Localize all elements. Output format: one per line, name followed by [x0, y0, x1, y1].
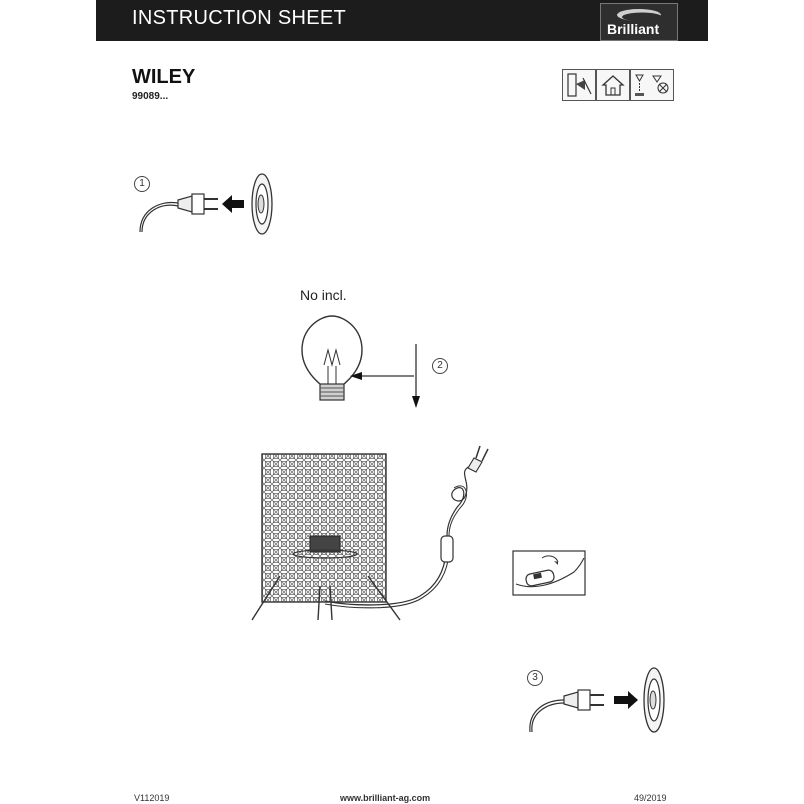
date-label: 49/2019 [634, 793, 667, 803]
switch-detail-illustration [512, 550, 586, 596]
step-2-number: 2 [432, 358, 448, 374]
logo-swoosh-icon [617, 9, 662, 22]
bulb-not-included-note: No incl. [300, 287, 347, 303]
website-link[interactable]: www.brilliant-ag.com [340, 793, 431, 803]
product-code: 99089... [132, 91, 169, 102]
product-name: WILEY [132, 66, 196, 88]
brand-logo: Brilliant [600, 3, 678, 41]
woven-lamp-shade [261, 453, 387, 603]
distance-from-flammable-icon [630, 69, 674, 101]
indoor-use-icon [596, 69, 630, 101]
power-cable [324, 551, 447, 606]
version-label: V112019 [134, 793, 170, 803]
bulb-insert-illustration [301, 315, 420, 408]
inline-switch [440, 535, 454, 563]
lamp-assembly-illustration [251, 445, 489, 621]
brand-name: Brilliant [607, 21, 660, 37]
plug-in-illustration [529, 667, 665, 733]
bulb-socket [309, 535, 341, 553]
step-1-number: 1 [134, 176, 150, 192]
class-2-insulation-icon [562, 69, 596, 101]
unplug-illustration [139, 173, 273, 235]
header-bar: INSTRUCTION SHEET Brilliant [96, 0, 708, 41]
light-bulb-icon [301, 315, 363, 399]
step-3-number: 3 [527, 670, 543, 686]
sheet-title: INSTRUCTION SHEET [132, 7, 346, 29]
